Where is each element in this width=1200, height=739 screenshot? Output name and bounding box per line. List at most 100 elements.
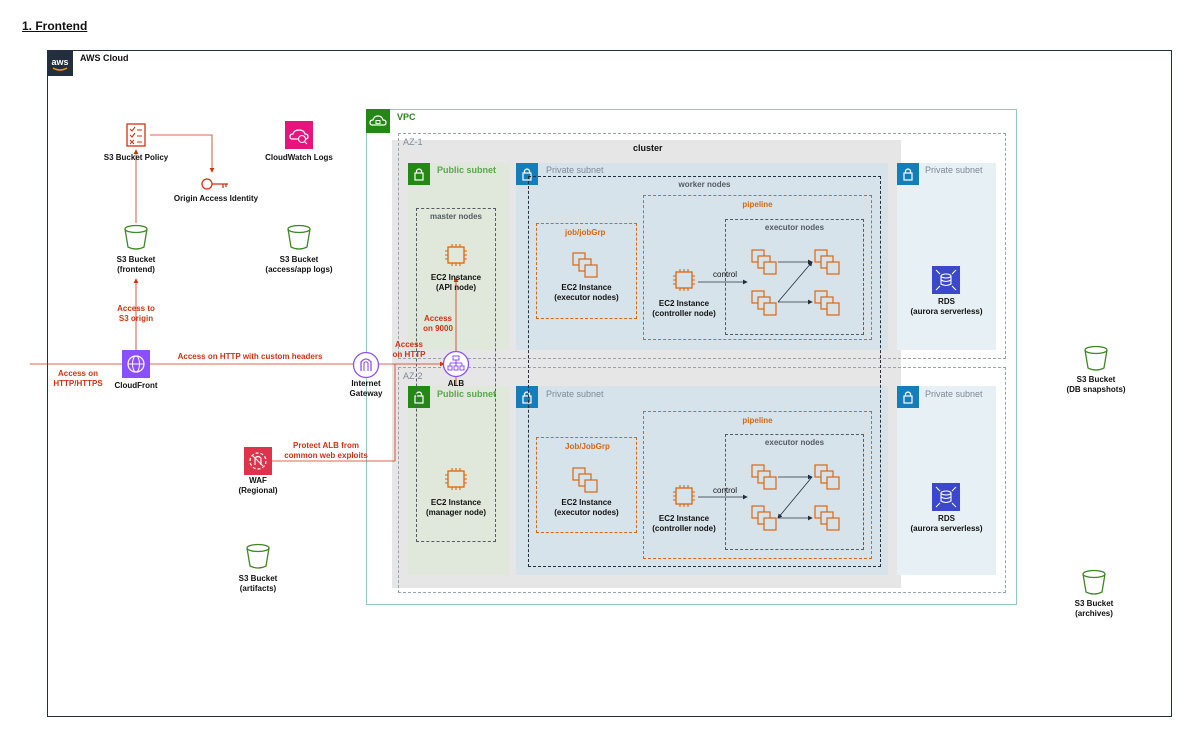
executor-nodes-group-az2	[725, 434, 864, 550]
rds-icon	[932, 266, 960, 294]
job-group-az1	[536, 223, 637, 319]
s3-bucket-policy-icon	[122, 121, 150, 149]
az1-group	[398, 133, 1006, 359]
waf-label: WAF (Regional)	[238, 476, 278, 495]
ec2-controller-label: EC2 Instance (controller node)	[652, 514, 716, 533]
lock-icon	[516, 163, 538, 185]
internet-gateway-label: Internet Gateway	[349, 379, 383, 398]
public-subnet-az2	[408, 386, 509, 575]
access-http-custom-label: Access on HTTP with custom headers	[177, 352, 323, 361]
vpc-label: VPC	[397, 112, 416, 122]
s3-bucket-icon	[245, 543, 271, 571]
svg-text:aws: aws	[51, 57, 68, 67]
lock-icon	[897, 386, 919, 408]
pipeline-label: pipeline	[742, 200, 773, 209]
executor-nodes-group-az1	[725, 219, 864, 335]
s3-frontend-label: S3 Bucket (frontend)	[116, 255, 156, 274]
ec2-controller-label: EC2 Instance (controller node)	[652, 299, 716, 318]
access-http-https-label: Access on HTTP/HTTPS	[53, 369, 103, 388]
access-s3-origin-label: Access to S3 origin	[117, 304, 155, 323]
aws-logo-icon: aws	[47, 50, 73, 76]
access-http-label: Access on HTTP	[392, 340, 426, 359]
ec2-instances-icon	[751, 249, 779, 277]
vpc-cloud-icon	[366, 109, 390, 133]
s3-bucket-icon	[1081, 569, 1107, 597]
protect-alb-label: Protect ALB from common web exploits	[284, 441, 368, 460]
az1-label: AZ-1	[403, 137, 423, 147]
ec2-instances-icon	[814, 505, 842, 533]
public-subnet-az1	[408, 163, 509, 350]
job-label: Job/JobGrp	[565, 442, 610, 451]
control-label: control	[713, 270, 738, 279]
page-title: 1. Frontend	[22, 19, 88, 33]
aws-cloud-group	[47, 50, 1172, 717]
internet-gateway-icon	[352, 351, 380, 379]
ec2-instances-icon	[572, 467, 600, 495]
ec2-instances-icon	[814, 290, 842, 318]
master-nodes-label: master nodes	[429, 212, 483, 221]
ec2-manager-label: EC2 Instance (manager node)	[425, 498, 486, 517]
az2-group	[398, 367, 1006, 593]
master-nodes-group	[416, 208, 496, 542]
alb-icon	[442, 350, 470, 378]
s3-db-snapshots-label: S3 Bucket (DB snapshots)	[1066, 375, 1126, 394]
executor-nodes-label: executor nodes	[764, 223, 825, 232]
private-subnet-rds-az2	[897, 386, 996, 575]
ec2-instance-icon	[443, 242, 469, 268]
lock-icon	[408, 163, 430, 185]
key-icon	[200, 176, 230, 192]
ec2-executor-label: EC2 Instance (executor nodes)	[554, 283, 619, 302]
private-subnet-label: Private subnet	[925, 165, 983, 175]
ec2-instances-icon	[814, 249, 842, 277]
s3-bucket-policy-label: S3 Bucket Policy	[103, 153, 169, 162]
executor-nodes-label: executor nodes	[764, 438, 825, 447]
az2-label: AZ-2	[403, 371, 423, 381]
executor-arrow	[777, 476, 813, 519]
ec2-api-label: EC2 Instance (API node)	[430, 273, 482, 292]
s3-bucket-icon	[123, 224, 149, 252]
rds-label: RDS (aurora serverless)	[910, 297, 983, 316]
s3-archives-label: S3 Bucket (archives)	[1074, 599, 1114, 618]
lock-icon	[897, 163, 919, 185]
access-9000-label: Access on 9000	[423, 314, 453, 333]
pipeline-label: pipeline	[742, 416, 773, 425]
job-group-az2	[536, 437, 637, 533]
control-label: control	[713, 486, 738, 495]
ec2-instance-icon	[443, 466, 469, 492]
private-subnet-rds-az1	[897, 163, 996, 350]
worker-nodes-label: worker nodes	[678, 180, 731, 189]
cloudfront-label: CloudFront	[114, 381, 158, 390]
ec2-instance-icon	[671, 267, 697, 293]
public-subnet-label: Public subnet	[437, 165, 497, 175]
private-subnet-label: Private subnet	[546, 165, 604, 175]
policy-to-oai-line	[150, 134, 215, 173]
origin-access-identity-label: Origin Access Identity	[173, 194, 259, 203]
public-subnet-label: Public subnet	[437, 389, 497, 399]
pipeline-group-az1	[643, 195, 872, 340]
waf-to-alb-line	[272, 364, 396, 462]
aws-cloud-label: AWS Cloud	[80, 53, 129, 63]
rds-label: RDS (aurora serverless)	[910, 514, 983, 533]
s3-logs-label: S3 Bucket (access/app logs)	[265, 255, 333, 274]
cloudfront-icon	[122, 350, 150, 378]
ec2-instances-icon	[572, 252, 600, 280]
ec2-instances-icon	[814, 464, 842, 492]
lock-icon	[516, 386, 538, 408]
s3-bucket-icon	[1083, 345, 1109, 373]
worker-nodes-group	[528, 176, 881, 567]
waf-icon	[244, 447, 272, 475]
ec2-instance-icon	[671, 483, 697, 509]
ec2-instances-icon	[751, 505, 779, 533]
alb-label: ALB	[447, 379, 465, 388]
ec2-instances-icon	[751, 464, 779, 492]
s3-bucket-icon	[286, 224, 312, 252]
executor-arrow	[777, 261, 813, 303]
s3-artifacts-label: S3 Bucket (artifacts)	[238, 574, 278, 593]
rds-icon	[932, 483, 960, 511]
cluster-label: cluster	[633, 143, 663, 153]
ec2-instances-icon	[751, 290, 779, 318]
ec2-executor-label: EC2 Instance (executor nodes)	[554, 498, 619, 517]
private-subnet-label: Private subnet	[546, 389, 604, 399]
cloudwatch-logs-icon	[285, 121, 313, 149]
